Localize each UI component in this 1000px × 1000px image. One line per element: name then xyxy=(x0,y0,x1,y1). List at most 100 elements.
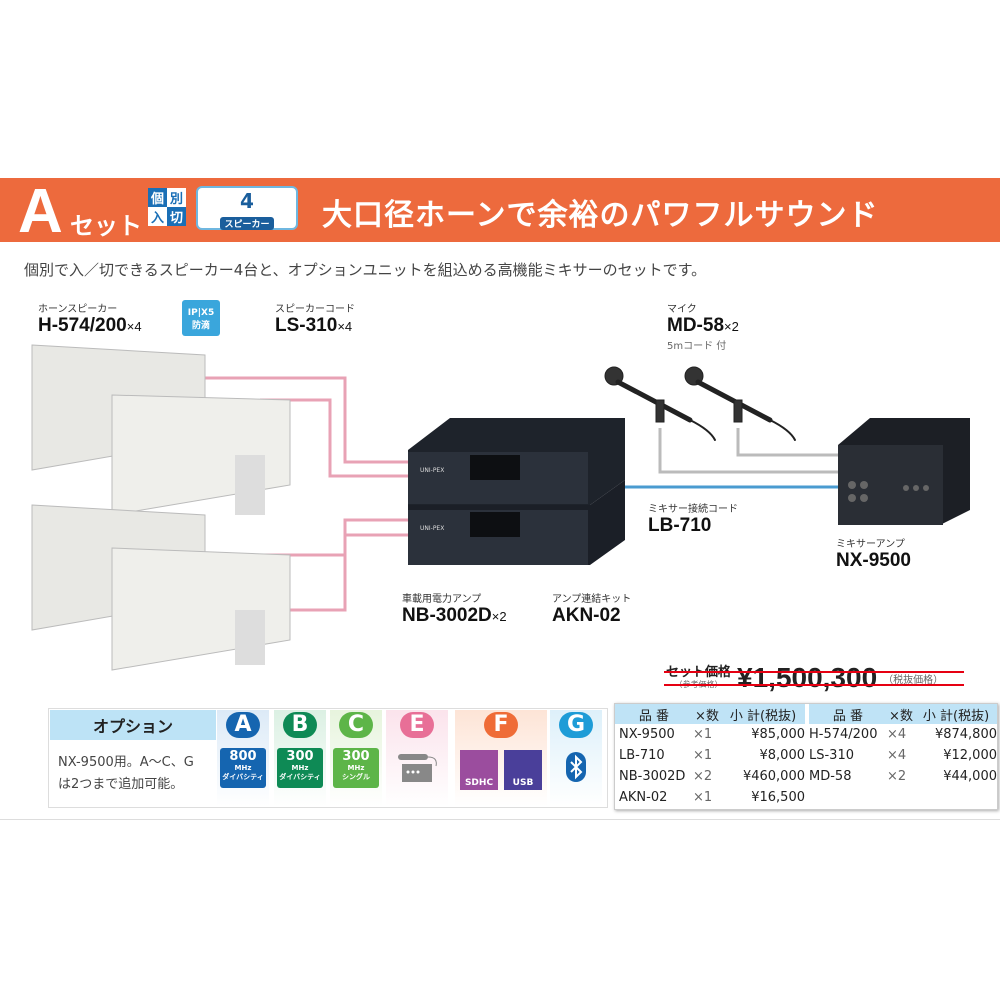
cord-label-block: スピーカーコード LS-310×4 xyxy=(275,300,355,337)
options-title: オプション xyxy=(50,710,216,740)
desc-line: は2つまで追加可能。 xyxy=(58,777,184,792)
cell: ×2 xyxy=(693,769,713,784)
sdhc-icon: SDHC xyxy=(460,750,498,790)
price-value: ¥1,500,300 xyxy=(737,662,878,693)
table-row: H-574/200×4¥874,800 xyxy=(809,724,997,745)
price-label: セット価格 xyxy=(666,666,731,681)
mic-cable xyxy=(658,428,840,474)
cell: ×1 xyxy=(693,790,713,805)
model: MD-58 xyxy=(667,315,725,336)
mixer-cord-label-block: ミキサー接続コード LB-710 xyxy=(648,500,738,537)
speaker-cable xyxy=(260,533,408,612)
cell: ×2 xyxy=(887,769,907,784)
mic-cable xyxy=(736,428,840,457)
model: LB-710 xyxy=(648,515,712,536)
option-letter: B xyxy=(283,712,317,738)
speaker-label-block: ホーンスピーカー H-574/200×4 xyxy=(38,300,142,337)
microphone-icon xyxy=(604,366,796,441)
type: ダイバシティ xyxy=(222,773,264,781)
option-letter: C xyxy=(339,712,373,738)
table-row: LS-310×4¥12,000 xyxy=(809,745,997,766)
cell: ¥44,000 xyxy=(943,769,997,784)
horn-speaker-icon xyxy=(31,344,291,671)
bluetooth-icon xyxy=(566,752,586,782)
col-header: 品 番 xyxy=(615,704,693,724)
freq: 300 xyxy=(342,749,370,764)
model: AKN-02 xyxy=(552,605,621,626)
price-table-left: 品 番×数小 計(税抜) NX-9500×1¥85,000 LB-710×1¥8… xyxy=(615,704,805,808)
model: LS-310 xyxy=(275,315,338,336)
subtitle: 個別で入／切できるスピーカー4台と、オプションユニットを組込める高機能ミキサーの… xyxy=(24,261,707,279)
mic-tuner-icon xyxy=(398,754,437,782)
mixer-label-block: ミキサーアンプ NX-9500 xyxy=(836,535,911,572)
option-letter: F xyxy=(484,712,518,738)
individual-switch-badge: 個 別 入 切 xyxy=(148,188,186,226)
option-f: F SDHC USB xyxy=(455,710,547,806)
table-row: NB-3002D×2¥460,000 xyxy=(615,766,805,787)
type: シングル xyxy=(342,773,370,781)
table-row: AKN-02×1¥16,500 xyxy=(615,787,805,808)
category: 車載用電力アンプ xyxy=(402,594,482,605)
brand-logo: UNI-PEX xyxy=(420,525,444,532)
kit-label-block: アンプ連結キット AKN-02 xyxy=(552,590,631,627)
strikethrough-line xyxy=(664,671,964,673)
model: NB-3002D xyxy=(402,605,492,626)
option-letter: A xyxy=(226,712,260,738)
option-e: E xyxy=(386,710,448,806)
qty: ×2 xyxy=(724,319,739,334)
category: ミキサーアンプ xyxy=(836,539,905,550)
unit: MHz xyxy=(291,764,309,772)
type: ダイバシティ xyxy=(279,773,321,781)
table-row: NX-9500×1¥85,000 xyxy=(615,724,805,745)
amp-label-block: 車載用電力アンプ NB-3002D×2 xyxy=(402,590,507,627)
category: ホーンスピーカー xyxy=(38,304,118,315)
note: 5mコード 付 xyxy=(667,341,727,352)
qty: ×4 xyxy=(337,319,353,334)
set-label: セット xyxy=(70,212,142,240)
set-price: セット価格 （参考価格） ¥1,500,300 （税抜価格） xyxy=(664,662,964,694)
headline: 大口径ホーンで余裕のパワフルサウンド xyxy=(322,198,879,233)
table-row: LB-710 ×1 ¥8,000 xyxy=(615,745,805,766)
cell: ×4 xyxy=(887,727,907,742)
model: NX-9500 xyxy=(836,550,911,571)
cell: LS-310 xyxy=(809,748,854,763)
table-row: MD-58×2¥44,000 xyxy=(809,766,997,787)
desc-line: NX-9500用。A〜C、G xyxy=(58,755,194,770)
cell: ¥85,000 xyxy=(751,727,805,742)
badge-char: 個 xyxy=(148,188,167,207)
qty: ×4 xyxy=(126,319,142,334)
unit: MHz xyxy=(347,764,365,772)
model: H-574/200 xyxy=(38,315,127,336)
cell: ¥460,000 xyxy=(742,769,805,784)
power-amp-icon: UNI-PEX UNI-PEX xyxy=(408,418,625,565)
ip: IP xyxy=(187,308,198,318)
price-table-right: 品 番×数小 計(税抜) H-574/200×4¥874,800 LS-310×… xyxy=(809,704,997,787)
brand-logo: UNI-PEX xyxy=(420,467,444,474)
strikethrough-line xyxy=(664,684,964,686)
option-letter: E xyxy=(400,712,434,738)
cell: ×1 xyxy=(693,748,713,763)
col-header: 小 計(税抜) xyxy=(721,704,805,724)
cell: ¥12,000 xyxy=(943,748,997,763)
badge-char: 別 xyxy=(167,188,186,207)
cell: AKN-02 xyxy=(619,790,668,805)
qty: ×2 xyxy=(491,609,507,624)
drip-proof: 防滴 xyxy=(191,321,210,331)
set-letter: A xyxy=(18,177,63,246)
options-description: NX-9500用。A〜C、G は2つまで追加可能。 xyxy=(58,752,194,796)
tax-note: （税抜価格） xyxy=(883,674,944,686)
badge-char: 切 xyxy=(167,207,186,226)
cell: ¥8,000 xyxy=(759,748,806,763)
category: ミキサー接続コード xyxy=(648,504,738,515)
speaker-cable xyxy=(205,376,408,464)
col-header: 小 計(税抜) xyxy=(915,704,997,724)
cell: LB-710 xyxy=(619,748,665,763)
cell: ×1 xyxy=(693,727,713,742)
freq: 300 xyxy=(286,749,314,764)
price-table: 品 番×数小 計(税抜) NX-9500×1¥85,000 LB-710×1¥8… xyxy=(614,703,998,810)
x5: X5 xyxy=(201,308,215,318)
unit: MHz xyxy=(234,764,252,772)
